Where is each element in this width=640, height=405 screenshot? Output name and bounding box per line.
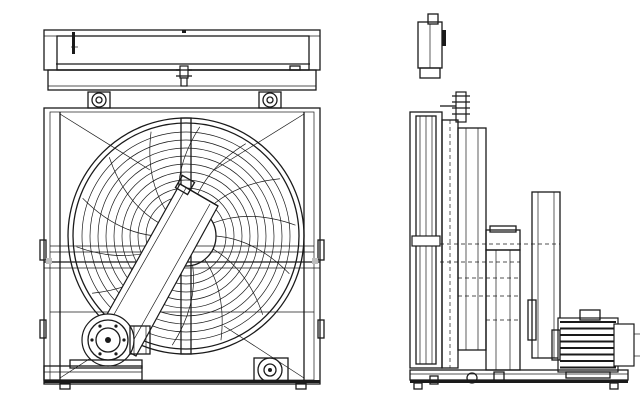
pulley-bolts [90, 324, 126, 356]
fan-blade [108, 157, 160, 224]
pulley-bolt [114, 324, 118, 328]
fan-blade [171, 265, 194, 346]
fan-blade [204, 259, 223, 341]
bottom-outlet [253, 357, 289, 383]
top-flanges [87, 91, 282, 109]
fan-blade [215, 235, 290, 274]
motor-cooling-fins [560, 321, 616, 369]
drive-pulley [81, 313, 151, 367]
fan-blade [82, 198, 157, 237]
skid-base-front [43, 359, 320, 390]
pulley-bolt [98, 352, 102, 356]
side-view [409, 13, 640, 390]
side-top-tank [417, 13, 446, 79]
fan-blade [212, 216, 296, 226]
fan-blade [212, 248, 264, 315]
side-fan-pedestal [485, 225, 521, 371]
fan-blade [149, 131, 168, 213]
pulley-bolt [122, 338, 126, 342]
side-fan-shroud [440, 127, 560, 351]
front-view [39, 29, 325, 390]
side-radiator-core [409, 111, 459, 369]
fill-neck [176, 65, 192, 87]
pulley-bolt [114, 352, 118, 356]
electric-motor [551, 309, 640, 379]
side-drive-housing [527, 191, 561, 359]
pulley-bolt [98, 324, 102, 328]
pulley-bolt [90, 338, 94, 342]
side-fill-neck [440, 91, 470, 123]
skid-base-side [409, 369, 629, 390]
